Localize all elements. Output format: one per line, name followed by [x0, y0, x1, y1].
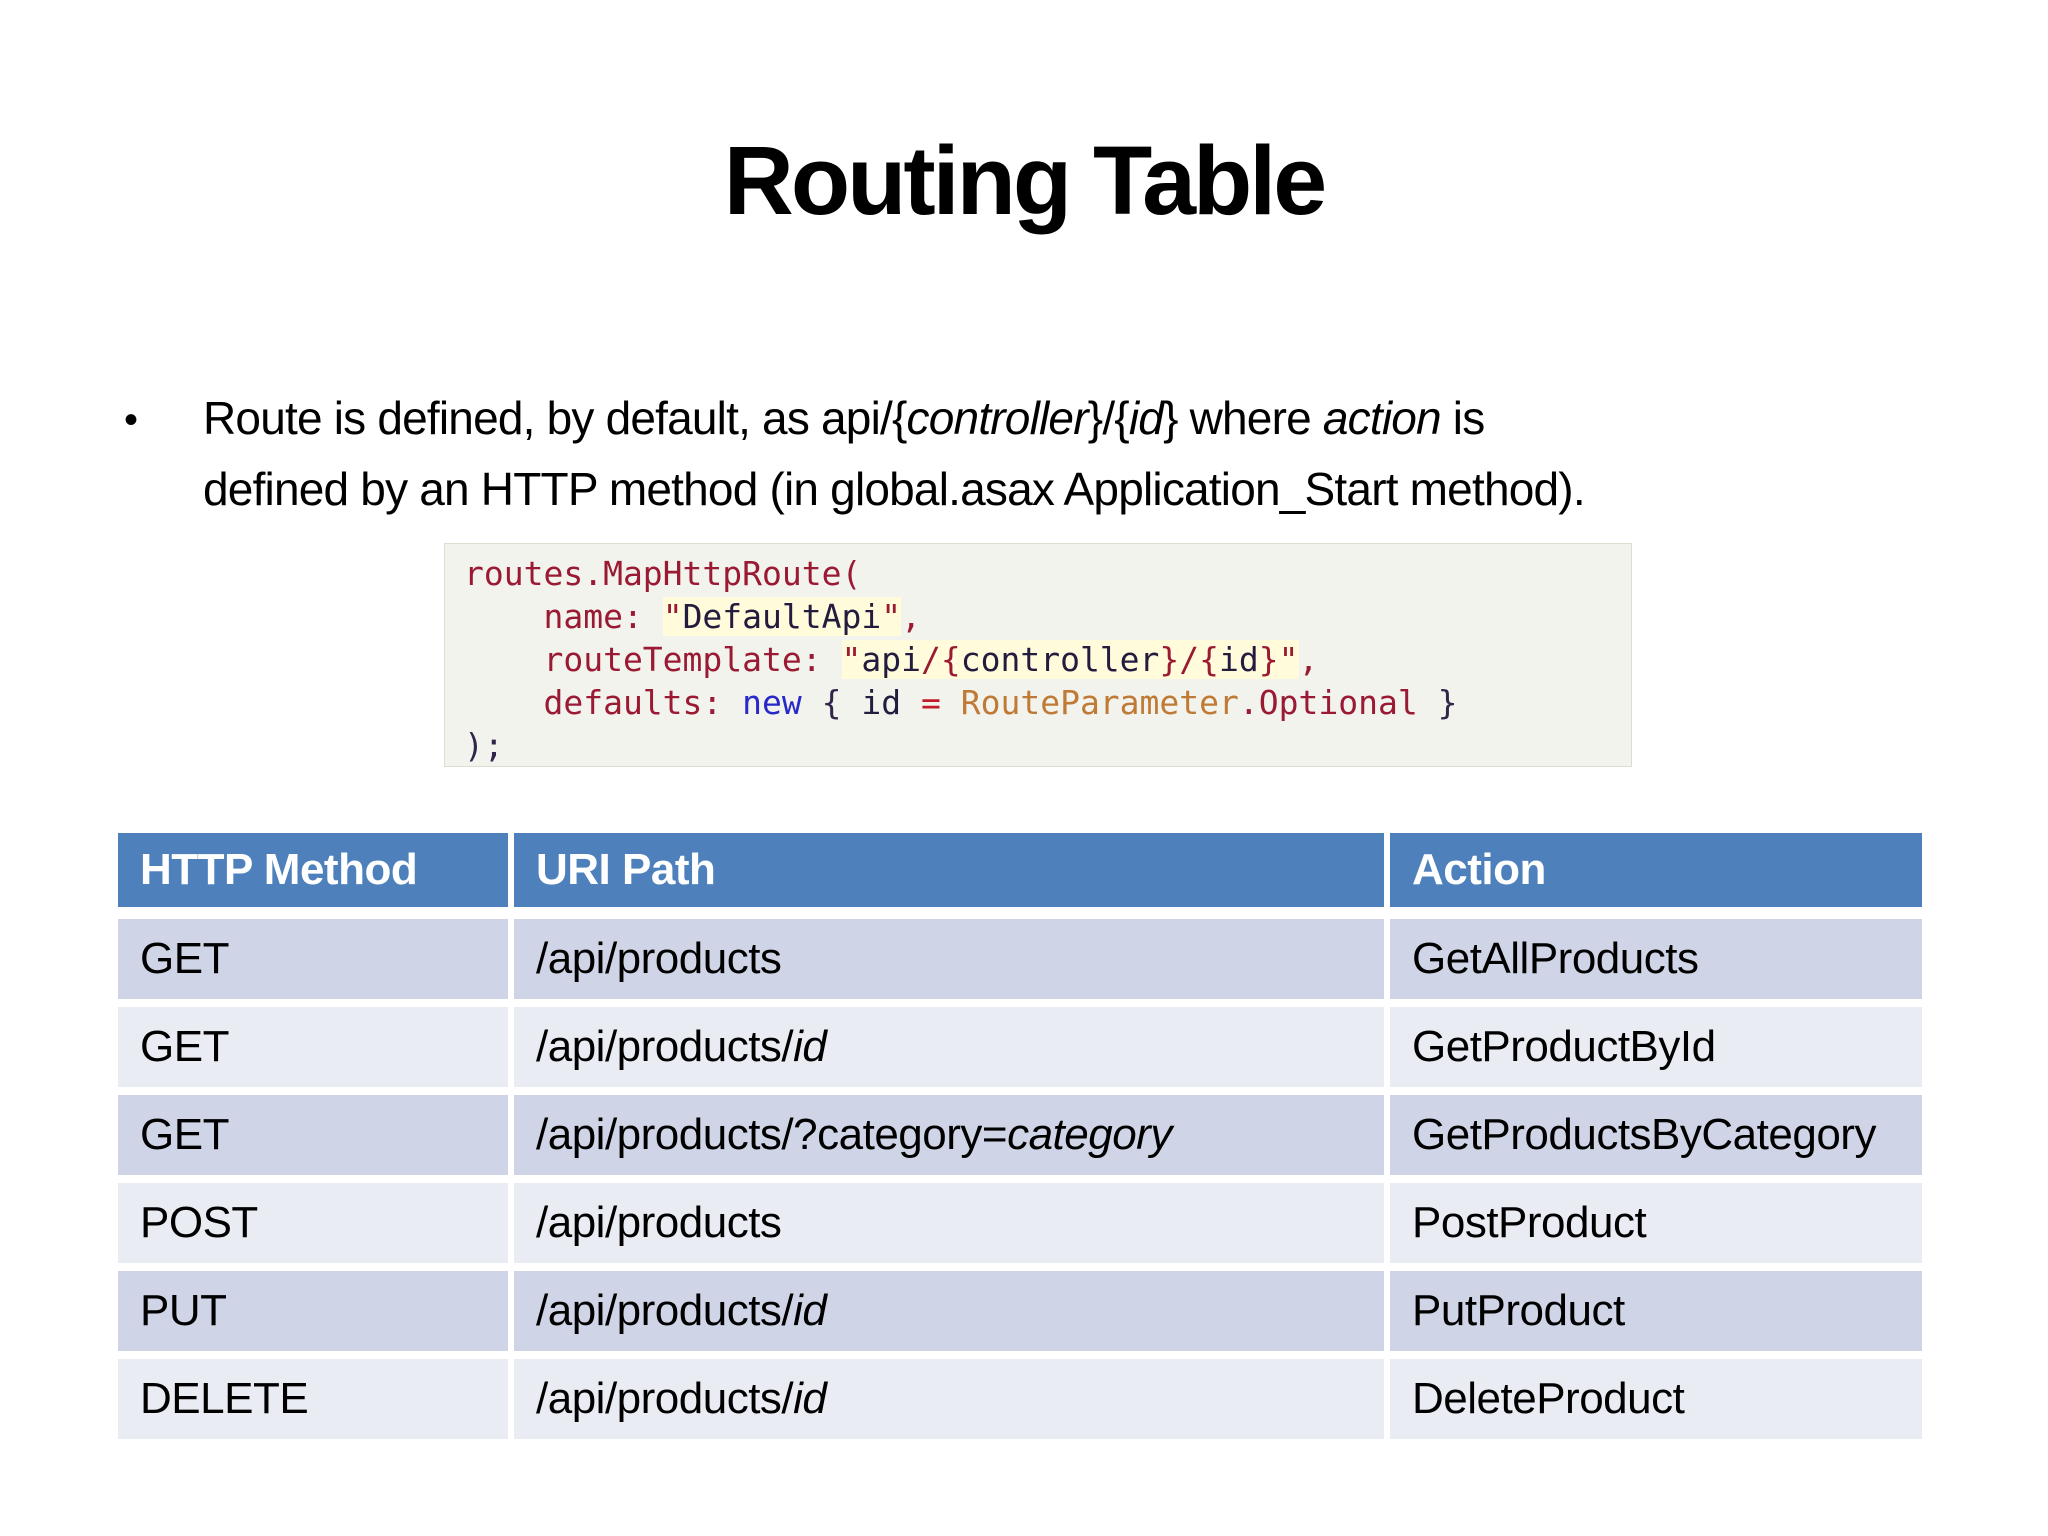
italic-text-segment: action — [1322, 392, 1442, 444]
code-token-highlighted: DefaultApi — [682, 597, 882, 636]
italic-text-segment: id — [793, 1022, 827, 1071]
text-segment: /api/products/ — [536, 1374, 794, 1423]
code-token-highlighted: " — [841, 640, 862, 679]
text-segment: } where — [1163, 392, 1323, 444]
code-token: defaults: — [464, 683, 743, 722]
code-token: id — [861, 683, 902, 722]
table-row: GET/api/products GetAllProducts — [118, 919, 1922, 999]
code-line: defaults: new { id = RouteParameter.Opti… — [464, 681, 1631, 724]
page-title: Routing Table — [723, 126, 1327, 235]
bullet-line: Route is defined, by default, as api/{co… — [203, 383, 1863, 454]
code-token: routes.MapHttpRoute( — [464, 554, 862, 593]
code-token-highlighted: }/{ — [1159, 640, 1220, 679]
cell-http-method: GET — [118, 919, 508, 999]
header-uri-path: URI Path — [514, 833, 1384, 907]
cell-uri-path: /api/products/id — [514, 1007, 1384, 1087]
cell-uri-path: /api/products/?category=category — [514, 1095, 1384, 1175]
text-segment: /api/products — [536, 1198, 782, 1247]
bullet-text: Route is defined, by default, as api/{co… — [203, 383, 1863, 525]
bullet-line: defined by an HTTP method (in global.asa… — [203, 454, 1863, 525]
code-token: RouteParameter — [960, 683, 1239, 722]
code-token-highlighted: /{ — [920, 640, 961, 679]
text-segment: /api/products/ — [536, 1022, 794, 1071]
italic-text-segment: id — [1128, 392, 1164, 444]
code-line: routeTemplate: "api/{controller}/{id}", — [464, 638, 1631, 681]
code-block: routes.MapHttpRoute( name: "DefaultApi",… — [444, 543, 1632, 767]
code-token-highlighted: " — [662, 597, 683, 636]
cell-http-method: PUT — [118, 1271, 508, 1351]
cell-http-method: GET — [118, 1095, 508, 1175]
italic-text-segment: controller — [906, 392, 1089, 444]
code-token: } — [1417, 683, 1458, 722]
cell-uri-path: /api/products/id — [514, 1359, 1384, 1439]
code-token-highlighted: " — [1278, 640, 1299, 679]
cell-action: GetProductsByCategory — [1390, 1095, 1922, 1175]
code-token-highlighted: id — [1219, 640, 1259, 679]
text-segment: }/{ — [1087, 392, 1130, 444]
cell-action: DeleteProduct — [1390, 1359, 1922, 1439]
text-segment: /api/products/ — [536, 1286, 794, 1335]
code-token-highlighted: " — [881, 597, 902, 636]
header-http-method: HTTP Method — [118, 833, 508, 907]
code-token-highlighted: controller — [960, 640, 1160, 679]
code-line: routes.MapHttpRoute( — [464, 552, 1631, 595]
cell-http-method: POST — [118, 1183, 508, 1263]
cell-action: GetProductById — [1390, 1007, 1922, 1087]
code-token-highlighted: api — [861, 640, 921, 679]
cell-action: GetAllProducts — [1390, 919, 1922, 999]
header-action: Action — [1390, 833, 1922, 907]
cell-http-method: GET — [118, 1007, 508, 1087]
cell-action: PutProduct — [1390, 1271, 1922, 1351]
italic-text-segment: id — [793, 1286, 827, 1335]
italic-text-segment: id — [793, 1374, 827, 1423]
text-segment: defined by an HTTP method (in global.asa… — [203, 463, 1586, 515]
cell-http-method: DELETE — [118, 1359, 508, 1439]
cell-uri-path: /api/products — [514, 919, 1384, 999]
bullet-marker: • — [124, 398, 139, 442]
code-token: , — [1298, 640, 1319, 679]
text-segment: is — [1440, 392, 1485, 444]
code-line: name: "DefaultApi", — [464, 595, 1631, 638]
code-token-highlighted: } — [1258, 640, 1279, 679]
code-token: new — [742, 683, 802, 722]
italic-text-segment: category — [1007, 1110, 1172, 1159]
cell-uri-path: /api/products — [514, 1183, 1384, 1263]
code-token: ); — [464, 726, 504, 765]
text-segment: Route is defined, by default, as api/{ — [203, 392, 907, 444]
code-token: name: — [464, 597, 663, 636]
code-token: { — [801, 683, 862, 722]
code-token: .Optional — [1238, 683, 1418, 722]
code-token: , — [901, 597, 921, 636]
code-token: = — [901, 683, 961, 722]
cell-action: PostProduct — [1390, 1183, 1922, 1263]
code-line: ); — [464, 724, 1631, 767]
cell-uri-path: /api/products/id — [514, 1271, 1384, 1351]
text-segment: /api/products — [536, 934, 782, 983]
table-row: POST/api/products PostProduct — [118, 1183, 1922, 1263]
text-segment: /api/products/?category= — [536, 1110, 1008, 1159]
code-token: routeTemplate: — [464, 640, 842, 679]
